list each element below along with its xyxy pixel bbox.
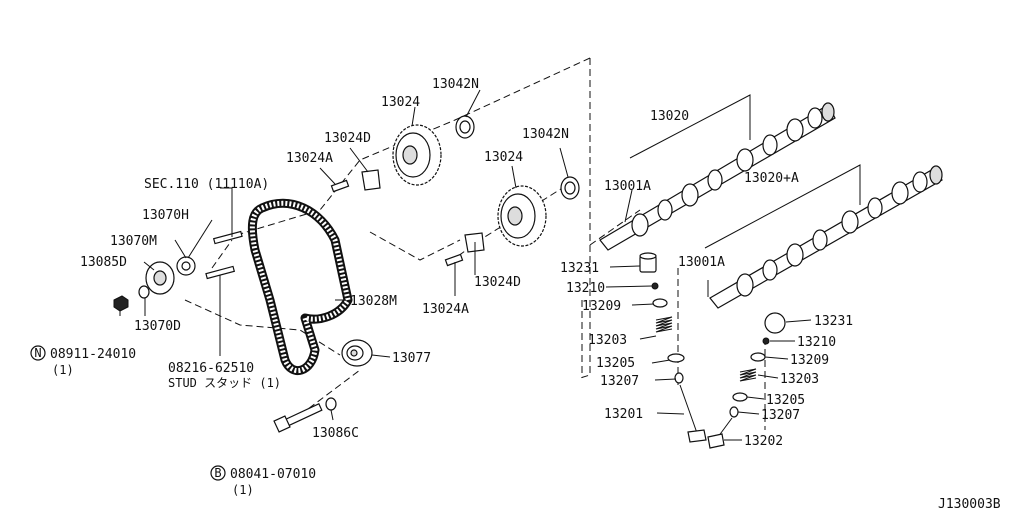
timing-belt	[247, 198, 353, 376]
retainer-left	[652, 298, 668, 308]
idler-bolt	[273, 403, 323, 433]
label-13077: 13077	[392, 351, 431, 366]
label-13231-left: 13231	[560, 261, 599, 276]
label-13020: 13020	[650, 109, 689, 124]
valve-left	[679, 384, 707, 443]
label-13024D-upper: 13024D	[324, 131, 371, 146]
label-13205-left: 13205	[596, 356, 635, 371]
label-13207-right: 13207	[761, 408, 800, 423]
label-sec110: SEC.110 (11110A)	[144, 177, 269, 192]
label-13202: 13202	[744, 434, 783, 449]
label-13210-left: 13210	[566, 281, 605, 296]
label-13210-right: 13210	[797, 335, 836, 350]
label-13086C: 13086C	[312, 426, 359, 441]
label-13001A-upper: 13001A	[604, 179, 651, 194]
label-08911: 08911-24010	[50, 347, 136, 362]
label-13203-right: 13203	[780, 372, 819, 387]
label-13028M: 13028M	[350, 294, 397, 309]
tensioner-pulley	[145, 261, 175, 295]
washer-small	[138, 285, 150, 299]
seal-right	[729, 406, 739, 418]
label-13070M: 13070M	[110, 234, 157, 249]
bolt-symbol-letter: B	[214, 466, 221, 480]
bolt-upper	[330, 179, 350, 193]
label-13020plusA: 13020+A	[744, 171, 799, 186]
spring-left	[655, 316, 673, 333]
seat-right	[732, 392, 748, 402]
leader-lines	[119, 89, 861, 441]
label-08216: 08216-62510	[168, 361, 254, 376]
nut-symbol: N	[30, 345, 46, 361]
label-13205-right: 13205	[766, 393, 805, 408]
oil-seal-upper	[455, 115, 475, 139]
sprocket-plate-upper	[361, 169, 381, 191]
label-13024-upper: 13024	[381, 95, 420, 110]
shim-left	[651, 282, 659, 290]
camshaft-lower	[709, 165, 943, 309]
label-13207-left: 13207	[600, 374, 639, 389]
reference-lines	[184, 57, 766, 430]
label-13042N-upper: 13042N	[432, 77, 479, 92]
label-13070H: 13070H	[142, 208, 189, 223]
stud-bolts	[205, 230, 243, 280]
valve-lifter-left	[639, 252, 657, 273]
label-13070D: 13070D	[134, 319, 181, 334]
valve-lifter-right	[764, 312, 786, 334]
retainer-right	[750, 352, 766, 362]
label-13042N-lower: 13042N	[522, 127, 569, 142]
label-13209-left: 13209	[582, 299, 621, 314]
label-13209-right: 13209	[790, 353, 829, 368]
label-08041: 08041-07010	[230, 467, 316, 482]
seal-left	[674, 372, 684, 384]
label-13024A-lower: 13024A	[422, 302, 469, 317]
bolt-lower	[444, 253, 464, 267]
label-08911-qty: (1)	[52, 363, 74, 377]
label-08041-qty: (1)	[232, 483, 254, 497]
valve-right	[707, 417, 733, 449]
label-13085D: 13085D	[80, 255, 127, 270]
idler-washer	[325, 397, 337, 411]
seat-left	[667, 353, 685, 363]
spring-right	[739, 368, 757, 382]
label-13201: 13201	[604, 407, 643, 422]
label-13024-lower: 13024	[484, 150, 523, 165]
nut-small	[113, 295, 129, 312]
label-13001A-lower: 13001A	[678, 255, 725, 270]
label-stud: STUD スタッド (1)	[168, 376, 281, 390]
bolt-symbol: B	[210, 465, 226, 481]
diagram-ref-code: J130003B	[938, 497, 1001, 512]
label-13231-right: 13231	[814, 314, 853, 329]
label-13024D-lower: 13024D	[474, 275, 521, 290]
tensioner-spring	[176, 256, 196, 276]
camshaft-sprocket-lower	[497, 185, 547, 247]
shim-right	[762, 337, 770, 345]
idler-pulley	[341, 339, 373, 367]
camshaft-sprocket-upper	[392, 124, 442, 186]
oil-seal-lower	[560, 176, 580, 200]
camshaft-upper	[599, 102, 836, 251]
label-13024A-upper: 13024A	[286, 151, 333, 166]
label-13203-left: 13203	[588, 333, 627, 348]
part-labels: 13042N 13024 13024D 13024A SEC.110 (1111…	[50, 77, 1001, 512]
nut-symbol-letter: N	[34, 346, 41, 360]
